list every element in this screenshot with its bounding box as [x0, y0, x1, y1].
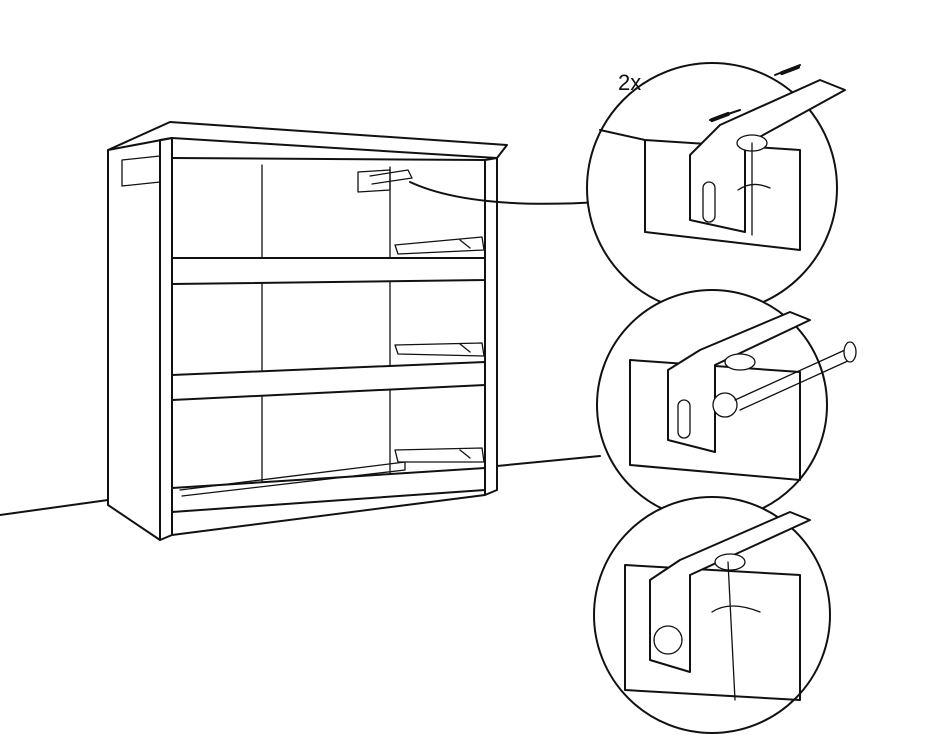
- bracket-location: [121, 155, 413, 193]
- floor-lines: [0, 455, 601, 516]
- dresser-frame: [107, 121, 508, 541]
- detail-circle-3: [593, 496, 831, 734]
- detail-circle-1: [586, 62, 846, 314]
- drawer-runners: [394, 236, 485, 463]
- quantity-label: 2x: [618, 70, 642, 95]
- shelves: [171, 257, 486, 513]
- callout-connector: [409, 181, 601, 205]
- detail-circle-2: [596, 289, 857, 521]
